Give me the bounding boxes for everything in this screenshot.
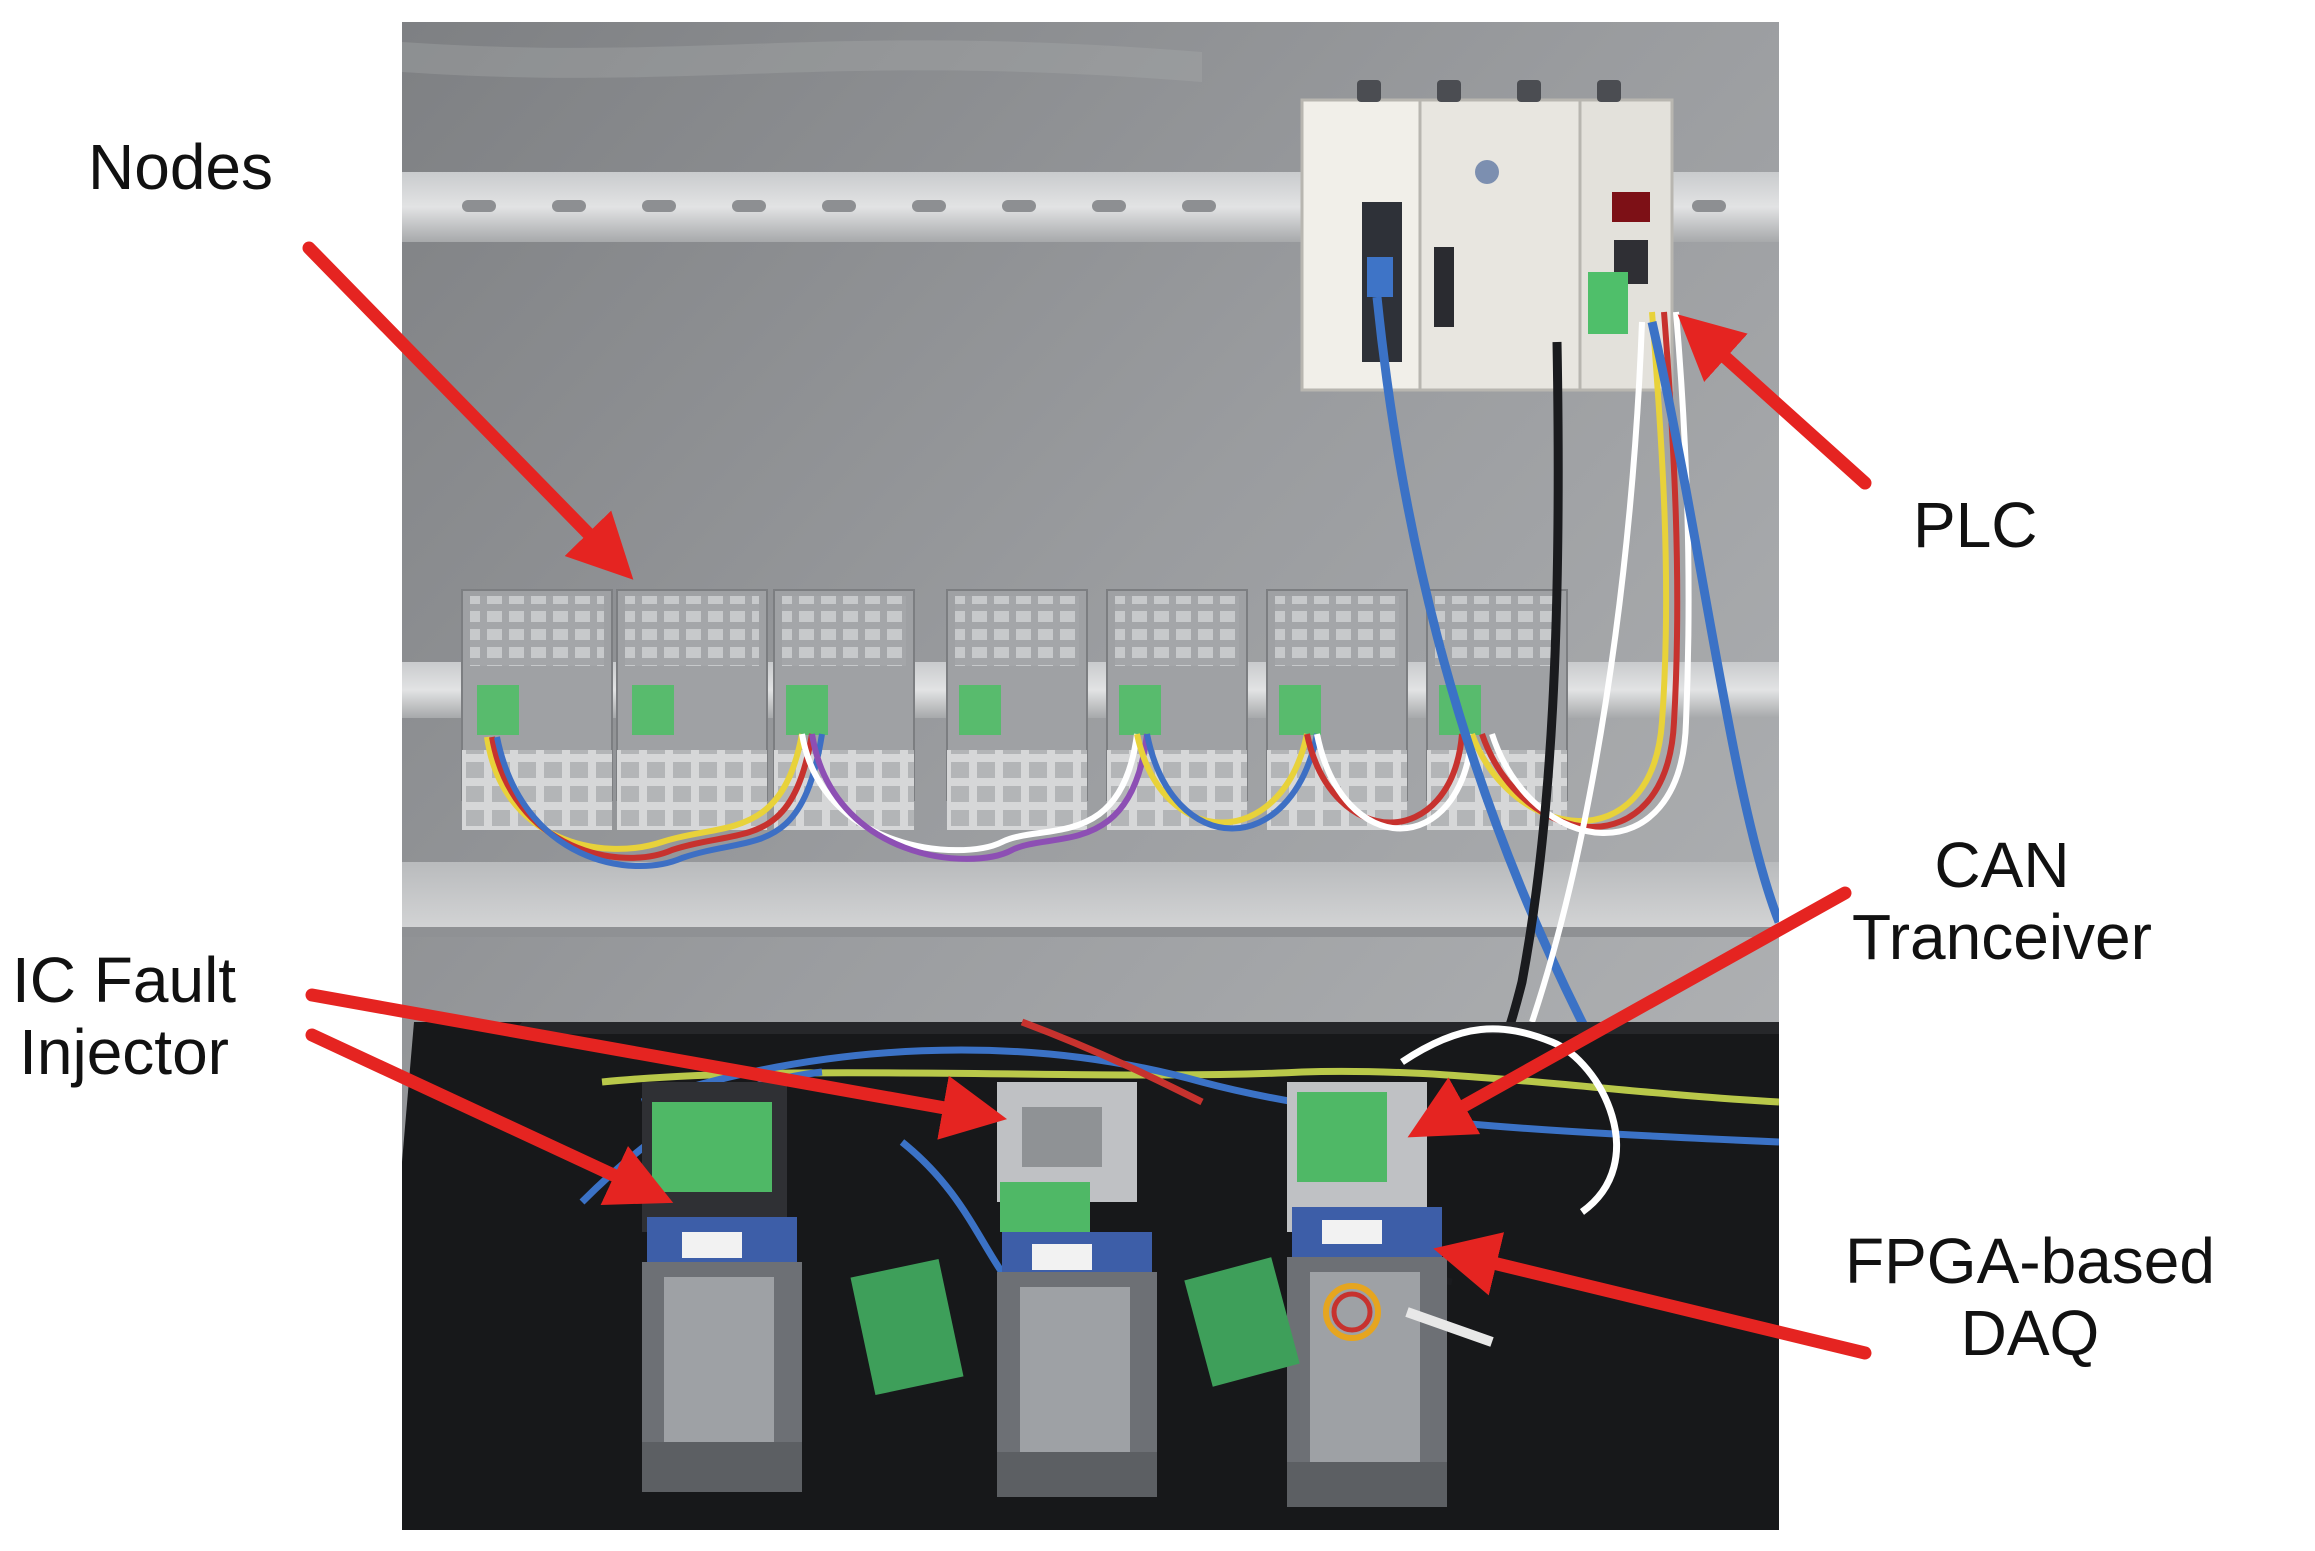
label-plc-line-1: PLC [1913,489,2038,561]
label-fpga-line-1: FPGA-based [1845,1225,2215,1297]
node-module [946,589,1088,830]
label-can-line-2: Tranceiver [1852,900,2152,973]
node-module [1266,589,1408,830]
label-can-transceiver: CAN Tranceiver [1852,829,2152,973]
lab-testbed-photo [402,22,1779,1530]
label-nodes: Nodes [88,131,273,204]
label-ic-fault-injector: IC Fault Injector [12,944,237,1088]
daq-board-right [1184,1257,1300,1387]
label-fpga-line-2: DAQ [1960,1296,2100,1369]
label-ic-line-2: Injector [19,1015,229,1088]
label-fpga-daq: FPGA-based DAQ [1845,1225,2215,1369]
plc-assembly [1300,80,1674,392]
fixture-middle [997,1082,1157,1497]
wire-harness [484,311,1692,870]
node-modules [461,589,1568,830]
node-module [616,589,768,830]
node-module [773,589,915,830]
daq-board-left [850,1258,964,1396]
lab-testbed-illustration [402,22,1779,1530]
fixture-left [642,1082,802,1492]
label-plc: PLC [1913,489,2038,562]
label-ic-line-1: IC Fault [12,944,237,1016]
label-can-line-1: CAN [1934,829,2070,901]
fixture-right [1287,1082,1447,1507]
node-module [461,589,613,830]
label-nodes-line-1: Nodes [88,131,273,203]
